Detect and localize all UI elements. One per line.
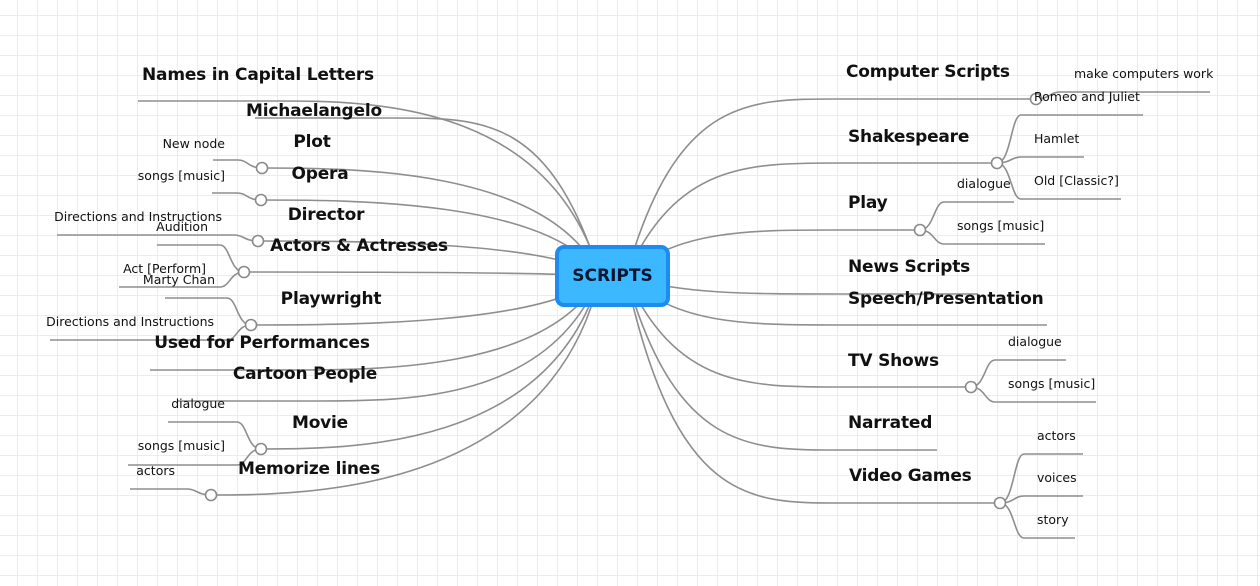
connector-line [138, 100, 601, 277]
topic-cartoon-people[interactable]: Cartoon People [232, 364, 378, 384]
connector-line [210, 275, 601, 496]
topic-tv-shows[interactable]: TV Shows [848, 351, 939, 371]
collapse-toggle[interactable] [254, 442, 268, 456]
subtopic-story[interactable]: story [1037, 512, 1069, 527]
topic-narrated[interactable]: Narrated [848, 413, 933, 433]
topic-movie[interactable]: Movie [291, 413, 349, 433]
connector-line [57, 234, 259, 242]
collapse-toggle[interactable] [913, 223, 927, 237]
subtopic-dialogue[interactable]: dialogue [1008, 334, 1062, 349]
connector-line [255, 117, 601, 277]
collapse-toggle[interactable] [1029, 92, 1043, 106]
collapse-toggle[interactable] [990, 156, 1004, 170]
collapse-toggle[interactable] [993, 496, 1007, 510]
topic-video-games[interactable]: Video Games [849, 466, 972, 486]
collapse-toggle[interactable] [254, 193, 268, 207]
topic-memorize-lines[interactable]: Memorize lines [238, 459, 380, 479]
topic-actors-actresses[interactable]: Actors & Actresses [270, 236, 448, 256]
topic-news-scripts[interactable]: News Scripts [848, 257, 971, 277]
topic-playwright[interactable]: Playwright [280, 289, 382, 309]
collapse-toggle[interactable] [964, 380, 978, 394]
subtopic-directions-and-instructions[interactable]: Directions and Instructions [54, 209, 222, 224]
connector-line [996, 156, 1084, 164]
subtopic-hamlet[interactable]: Hamlet [1034, 131, 1080, 146]
subtopic-act-perform[interactable]: Act [Perform] [123, 261, 206, 276]
subtopic-romeo-and-juliet[interactable]: Romeo and Juliet [1034, 89, 1140, 104]
subtopic-voices[interactable]: voices [1037, 470, 1077, 485]
subtopic-actors[interactable]: actors [1037, 428, 1076, 443]
central-topic-scripts[interactable]: SCRIPTS [555, 245, 670, 307]
connector-line [178, 275, 601, 402]
subtopic-new-node[interactable]: New node [162, 136, 225, 151]
collapse-toggle[interactable] [237, 265, 251, 279]
subtopic-actors[interactable]: actors [136, 463, 175, 478]
topic-computer-scripts[interactable]: Computer Scripts [846, 62, 1010, 82]
topic-names-in-capital-letters[interactable]: Names in Capital Letters [142, 65, 374, 85]
connector-line [625, 98, 1036, 277]
subtopic-audition[interactable]: Audition [156, 219, 208, 234]
subtopic-make-computers-work[interactable]: make computers work [1074, 66, 1214, 81]
subtopic-dialogue[interactable]: dialogue [171, 396, 225, 411]
topic-director[interactable]: Director [287, 205, 365, 225]
subtopic-old-classic[interactable]: Old [Classic?] [1034, 173, 1119, 188]
subtopic-marty-chan[interactable]: Marty Chan [142, 272, 215, 287]
connector-line [213, 159, 263, 169]
connector-line [261, 167, 601, 277]
subtopic-directions-and-instructions[interactable]: Directions and Instructions [46, 314, 214, 329]
topic-opera[interactable]: Opera [291, 164, 349, 184]
topic-play[interactable]: Play [848, 193, 888, 213]
subtopic-dialogue[interactable]: dialogue [957, 176, 1011, 191]
connector-line [625, 275, 971, 388]
connector-line [130, 488, 212, 496]
connector-line [260, 275, 601, 450]
connector-line [625, 275, 937, 451]
topic-shakespeare[interactable]: Shakespeare [848, 127, 970, 147]
topic-michaelangelo[interactable]: Michaelangelo [246, 101, 382, 121]
subtopic-songs-music[interactable]: songs [music] [137, 438, 225, 453]
collapse-toggle[interactable] [255, 161, 269, 175]
subtopic-songs-music[interactable]: songs [music] [1008, 376, 1096, 391]
collapse-toggle[interactable] [251, 234, 265, 248]
subtopic-songs-music[interactable]: songs [music] [137, 168, 225, 183]
connector-line [243, 271, 601, 277]
topic-speech-presentation[interactable]: Speech/Presentation [848, 289, 1044, 309]
connector-line [625, 275, 1000, 504]
topic-used-for-performances[interactable]: Used for Performances [154, 333, 370, 353]
topic-plot[interactable]: Plot [293, 132, 331, 152]
collapse-toggle[interactable] [244, 318, 258, 332]
connector-line [212, 192, 262, 201]
connector-line [999, 495, 1083, 504]
connector-line [150, 275, 601, 371]
connector-line [625, 162, 997, 277]
collapse-toggle[interactable] [204, 488, 218, 502]
central-topic-label: SCRIPTS [572, 266, 653, 286]
subtopic-songs-music[interactable]: songs [music] [957, 218, 1045, 233]
